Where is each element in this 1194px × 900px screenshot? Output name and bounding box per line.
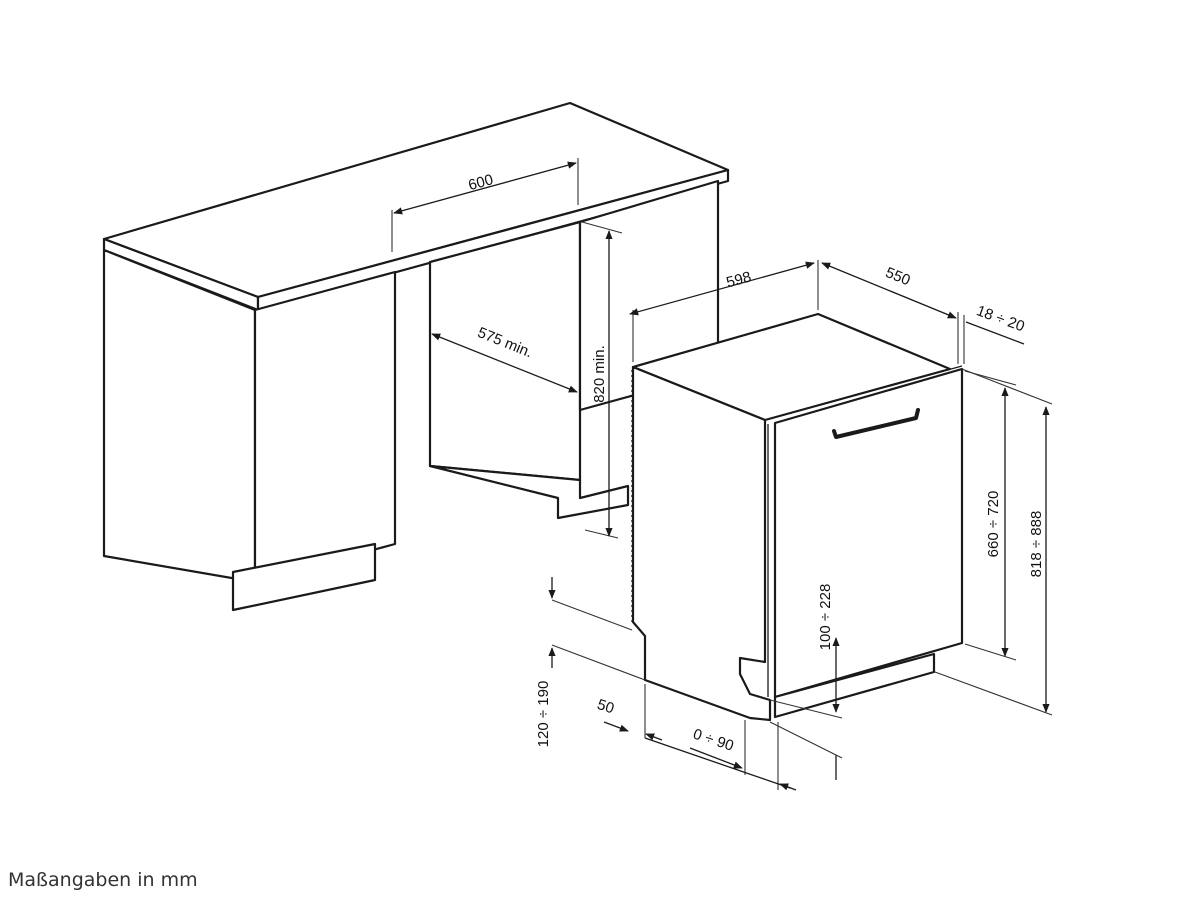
- label-plinth-range: 100 ÷ 228: [817, 584, 834, 651]
- dishwasher: [631, 312, 964, 722]
- label-plinth-height: 120 ÷ 190: [535, 681, 552, 748]
- left-cabinet-plinth: [231, 542, 377, 612]
- label-cabinet-width: 600: [467, 171, 496, 194]
- cabinet-dimensions: [391, 158, 623, 539]
- label-appliance-depth: 550: [883, 264, 913, 289]
- label-plinth-setback: 50: [595, 696, 616, 717]
- label-door-thickness: 18 ÷ 20: [974, 302, 1027, 335]
- right-cabinet-lower: [428, 464, 630, 520]
- units-caption: Maßangaben in mm: [8, 869, 198, 891]
- dishwasher-side: [631, 365, 772, 722]
- label-total-height: 818 ÷ 888: [1028, 511, 1045, 578]
- left-cabinet-side: [253, 270, 397, 584]
- dishwasher-dimensions: [548, 260, 1053, 791]
- dishwasher-plinth: [773, 652, 936, 719]
- label-door-height: 660 ÷ 720: [985, 491, 1002, 558]
- label-appliance-width: 598: [725, 268, 754, 291]
- dishwasher-door: [773, 367, 964, 699]
- label-opening-height: 820 min.: [591, 345, 608, 403]
- door-handle: [832, 408, 920, 439]
